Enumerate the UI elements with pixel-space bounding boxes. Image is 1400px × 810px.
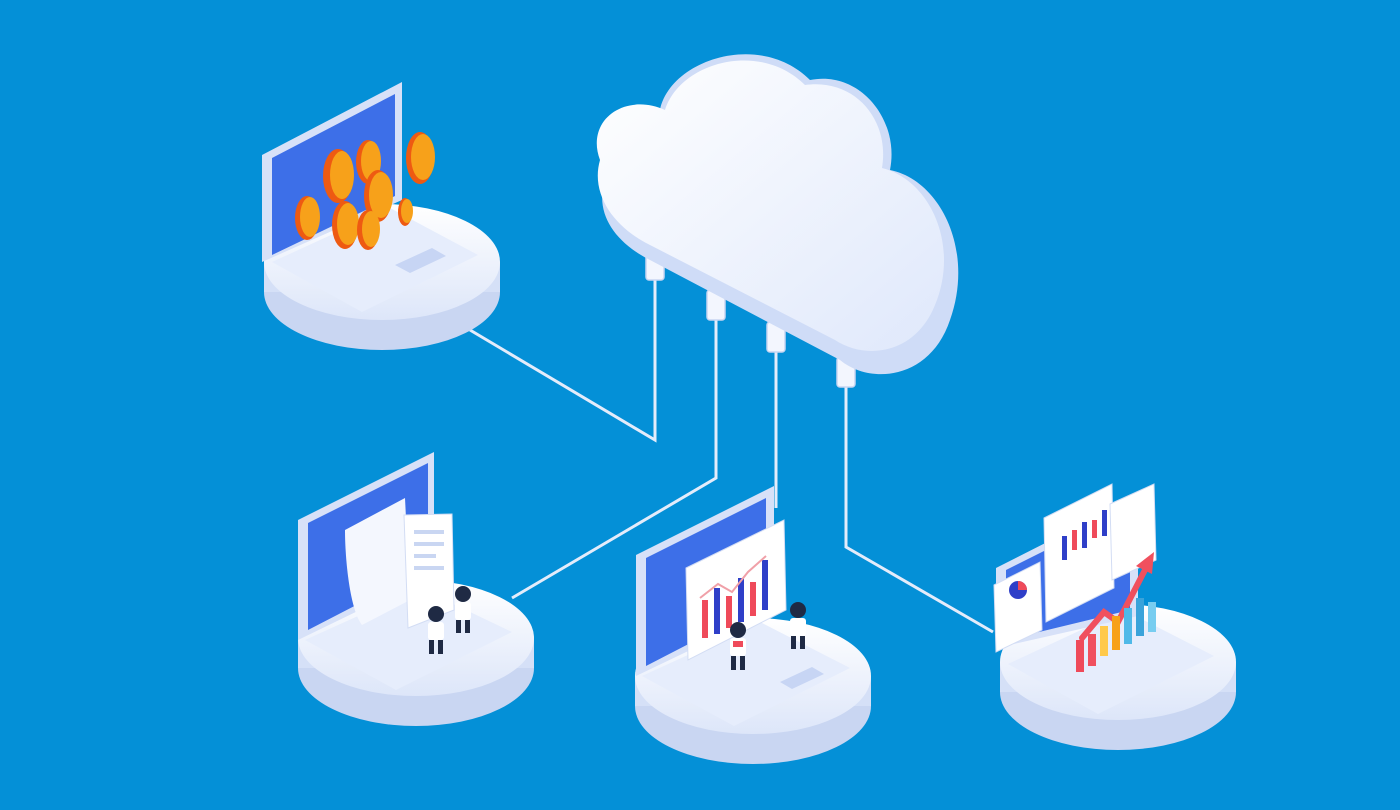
growth-chart-icon <box>993 483 1157 672</box>
connector-coins <box>469 278 657 443</box>
growth-chart-platform <box>993 483 1236 750</box>
cloud-icon <box>596 54 959 375</box>
documents-platform <box>298 452 534 726</box>
bar-chart-icon <box>685 519 787 661</box>
bar-chart-platform <box>635 486 871 764</box>
businessman-icon <box>730 602 806 670</box>
businessman-icon <box>428 586 471 654</box>
connector-lines <box>469 278 994 634</box>
coins-platform <box>262 82 500 350</box>
document-icon <box>345 498 455 629</box>
coins-icon <box>295 132 435 250</box>
connector-growth <box>844 385 994 634</box>
connector-documents <box>511 318 718 600</box>
